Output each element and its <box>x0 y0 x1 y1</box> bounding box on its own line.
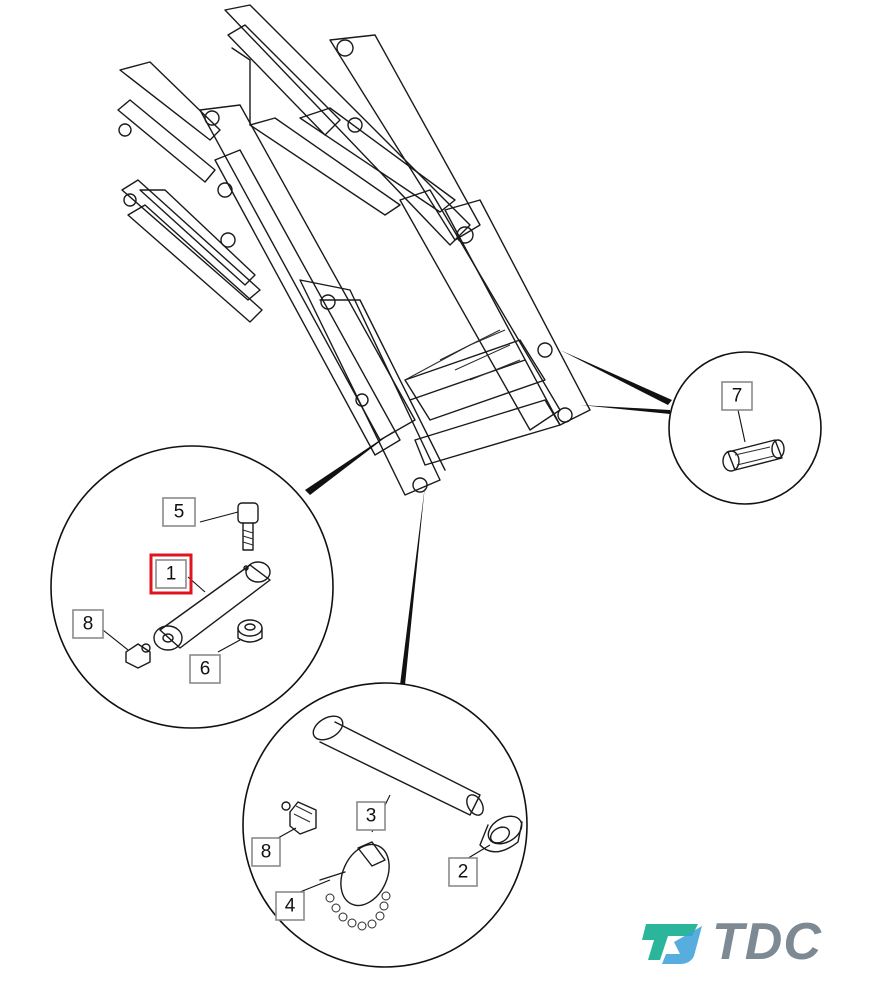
callout-label: 2 <box>458 862 469 883</box>
collar-part <box>479 815 523 853</box>
callout-8[interactable]: 8 <box>72 609 104 639</box>
detail-leaders <box>305 350 672 685</box>
callout-label: 4 <box>285 896 296 917</box>
callout-label: 8 <box>83 614 94 635</box>
bushing-part <box>722 439 785 472</box>
callout-3[interactable]: 3 <box>356 801 386 831</box>
callout-1[interactable]: 1 <box>149 553 193 595</box>
callout-label: 5 <box>174 502 185 523</box>
bolt-part <box>237 502 259 551</box>
loader-frame-illustration <box>117 4 591 496</box>
tdc-logo-mark-icon <box>642 924 702 964</box>
callout-7[interactable]: 7 <box>721 381 753 411</box>
detail-circle-bushing <box>668 351 822 505</box>
callout-8-secondary[interactable]: 8 <box>251 837 281 867</box>
retaining-clip-part <box>319 841 391 931</box>
callout-4[interactable]: 4 <box>275 891 305 921</box>
tdc-logo-text: TDC <box>712 913 822 971</box>
highlight-box <box>149 553 193 595</box>
grease-fitting-part <box>281 801 317 835</box>
callout-label: 1 <box>166 564 177 585</box>
nut-part <box>237 619 263 643</box>
callout-label: 3 <box>366 806 377 827</box>
callout-label: 6 <box>200 659 211 680</box>
grease-fitting-part <box>125 643 151 669</box>
callout-label: 8 <box>261 842 272 863</box>
callout-label: 7 <box>732 386 743 407</box>
callout-5[interactable]: 5 <box>162 497 196 527</box>
pin-part <box>153 561 271 651</box>
callout-6[interactable]: 6 <box>189 654 221 684</box>
callout-2[interactable]: 2 <box>448 857 478 887</box>
main-pin-part <box>312 715 484 816</box>
